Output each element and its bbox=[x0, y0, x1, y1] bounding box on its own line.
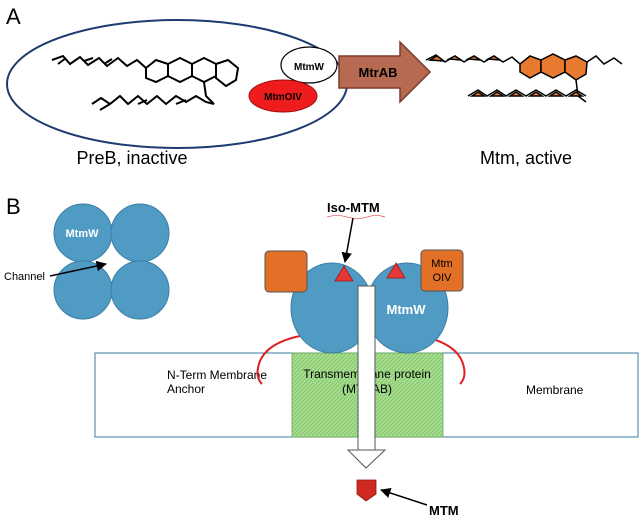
tetramer-unit-label: MtmW bbox=[66, 228, 100, 240]
mtm-molecule bbox=[425, 53, 623, 103]
oiv-label-line1: Mtm bbox=[431, 258, 452, 270]
mtm-caption: Mtm, active bbox=[480, 148, 572, 168]
mtrab-arrow bbox=[338, 40, 432, 104]
n-term-anchor-left bbox=[256, 335, 301, 385]
anchor-label-line1: N-Term Membrane bbox=[167, 368, 267, 382]
iso-mtm-triangle-left bbox=[334, 265, 354, 282]
mtmw-tetramer bbox=[53, 203, 170, 320]
oiv-label-line2: OIV bbox=[433, 272, 453, 284]
preb-molecule bbox=[51, 54, 240, 111]
mtmw-enzyme-ellipse bbox=[280, 46, 338, 84]
iso-mtm-arrow bbox=[341, 217, 354, 264]
mtm-arrow bbox=[380, 487, 428, 506]
anchor-label-line2: Anchor bbox=[167, 382, 205, 396]
mtmoiv-enzyme-ellipse bbox=[248, 79, 318, 113]
channel-arrow bbox=[49, 260, 108, 277]
n-term-anchor-right bbox=[420, 335, 466, 385]
mtmw-enzyme-label: MtmW bbox=[294, 62, 325, 73]
iso-mtm-triangle-right bbox=[386, 262, 406, 279]
mtmoiv-square-right bbox=[420, 249, 464, 292]
mtm-product-shape bbox=[356, 479, 377, 502]
mtmoiv-square-left bbox=[264, 250, 308, 293]
preb-caption: PreB, inactive bbox=[76, 148, 187, 168]
export-channel bbox=[346, 285, 387, 469]
iso-mtm-label: Iso-MTM bbox=[327, 200, 380, 215]
panel-b-label: B bbox=[6, 194, 21, 219]
mtmw-dimer bbox=[290, 262, 449, 354]
channel-label: Channel bbox=[4, 271, 45, 283]
iso-mtm-underline bbox=[326, 215, 386, 219]
dimer-label: MtmW bbox=[387, 302, 427, 317]
membrane-label: Membrane bbox=[526, 383, 584, 397]
mtmoiv-enzyme-label: MtmOIV bbox=[264, 92, 302, 103]
mtrab-arrow-label: MtrAB bbox=[359, 65, 398, 80]
mtm-label: MTM bbox=[429, 503, 459, 518]
panel-a-label: A bbox=[6, 4, 21, 29]
